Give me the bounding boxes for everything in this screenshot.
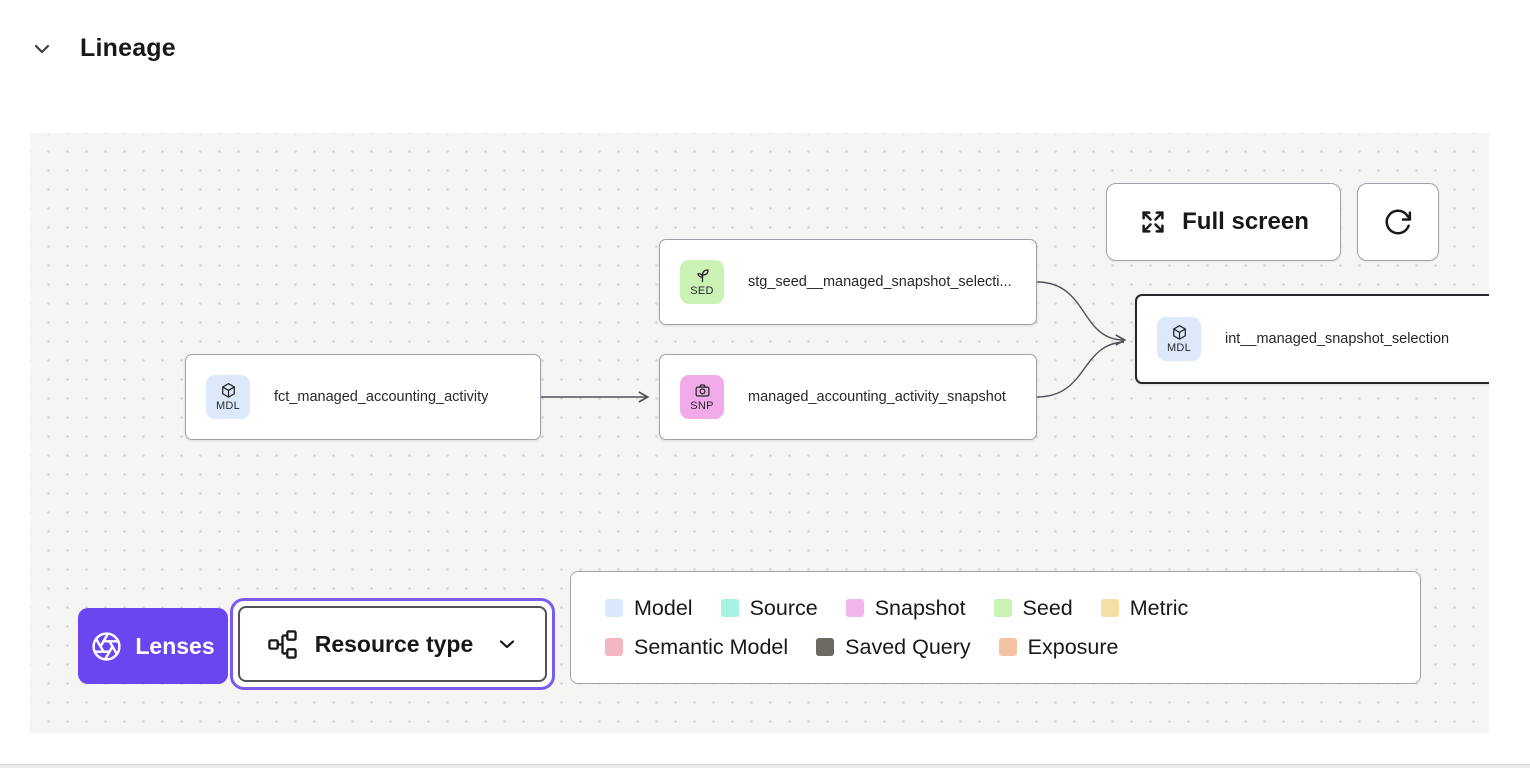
lenses-button[interactable]: Lenses bbox=[78, 608, 228, 684]
lineage-node-fct-model[interactable]: MDL fct_managed_accounting_activity bbox=[185, 354, 541, 440]
cube-icon bbox=[221, 383, 235, 398]
lineage-canvas[interactable]: Full screen SED stg_seed__managed_snapsh… bbox=[30, 133, 1489, 733]
camera-icon bbox=[694, 384, 710, 397]
lenses-button-label: Lenses bbox=[135, 632, 215, 659]
cube-icon bbox=[1172, 325, 1186, 340]
legend-item: Seed bbox=[993, 596, 1073, 621]
node-label: int__managed_snapshot_selection bbox=[1225, 331, 1450, 347]
legend-swatch bbox=[720, 599, 739, 617]
page-title: Lineage bbox=[80, 34, 176, 62]
legend-item: Exposure bbox=[998, 635, 1118, 660]
model-badge: MDL bbox=[1157, 317, 1201, 361]
legend-item: Source bbox=[720, 596, 818, 621]
seed-badge: SED bbox=[680, 260, 724, 304]
node-label: managed_accounting_activity_snapshot bbox=[748, 389, 1006, 405]
lineage-node-seed[interactable]: SED stg_seed__managed_snapshot_selecti..… bbox=[659, 239, 1037, 325]
resource-type-label: Resource type bbox=[314, 630, 474, 657]
chevron-down-icon[interactable] bbox=[30, 37, 54, 61]
legend-swatch bbox=[998, 638, 1017, 656]
legend-item: Semantic Model bbox=[605, 635, 788, 660]
resource-type-dropdown[interactable]: Resource type bbox=[238, 606, 547, 682]
badge-code: SNP bbox=[690, 400, 714, 412]
legend-swatch bbox=[1100, 599, 1119, 617]
legend-item: Snapshot bbox=[845, 596, 966, 621]
expand-icon bbox=[1142, 211, 1164, 233]
fullscreen-button-label: Full screen bbox=[1182, 208, 1309, 235]
edge-snapshot-to-int bbox=[1036, 341, 1125, 398]
lineage-node-snapshot[interactable]: SNP managed_accounting_activity_snapshot bbox=[659, 354, 1037, 440]
badge-code: MDL bbox=[1166, 342, 1192, 354]
legend-swatch bbox=[816, 638, 835, 656]
legend-swatch bbox=[605, 638, 623, 656]
lineage-node-int-model-selected[interactable]: MDL int__managed_snapshot_selection bbox=[1135, 294, 1489, 384]
node-label: stg_seed__managed_snapshot_selecti... bbox=[748, 274, 1012, 290]
fullscreen-button[interactable]: Full screen bbox=[1106, 183, 1341, 261]
chevron-down-icon bbox=[500, 640, 515, 649]
legend-swatch bbox=[605, 599, 623, 617]
legend-swatch bbox=[993, 599, 1012, 617]
sprout-icon bbox=[696, 269, 709, 283]
resource-type-dropdown-focus-ring: Resource type bbox=[230, 598, 555, 690]
resource-type-legend: Model Source Snapshot Seed Metric Semant… bbox=[570, 571, 1421, 684]
node-label: fct_managed_accounting_activity bbox=[274, 389, 489, 405]
legend-item: Metric bbox=[1100, 596, 1188, 621]
refresh-icon bbox=[1385, 209, 1412, 235]
snapshot-badge: SNP bbox=[680, 375, 724, 419]
refresh-button[interactable] bbox=[1357, 183, 1439, 261]
hierarchy-icon bbox=[268, 629, 297, 659]
badge-code: MDL bbox=[215, 400, 241, 412]
lineage-section-header: Lineage bbox=[30, 34, 176, 63]
model-badge: MDL bbox=[206, 375, 250, 419]
page-bottom-divider bbox=[0, 764, 1530, 768]
legend-item: Saved Query bbox=[816, 635, 971, 660]
aperture-icon bbox=[92, 631, 122, 661]
legend-item: Model bbox=[605, 596, 693, 621]
badge-code: SED bbox=[690, 285, 714, 297]
legend-swatch bbox=[845, 599, 864, 617]
edge-seed-to-int bbox=[1036, 281, 1127, 346]
